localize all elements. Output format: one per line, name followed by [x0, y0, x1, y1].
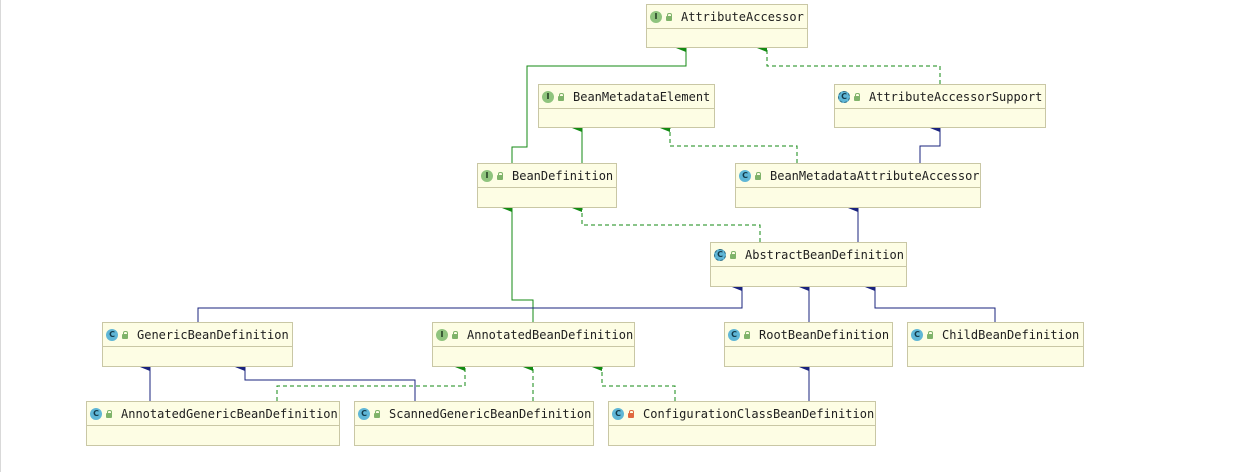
node-label: RootBeanDefinition: [759, 327, 890, 342]
public-visibility-icon: [557, 92, 565, 101]
node-label: AnnotatedBeanDefinition: [467, 327, 634, 342]
edge-beandefinition-to-attributeaccessor: [511, 44, 687, 163]
public-visibility-icon: [496, 171, 504, 180]
node-label: BeanMetadataAttributeAccessor: [770, 168, 980, 183]
interface-icon: I: [436, 328, 448, 341]
node-label: AttributeAccessor: [681, 9, 804, 24]
edge-attributeaccessorsupport-to-attributeaccessor: [757, 44, 941, 84]
edge-scannedgeneric-to-genericbeandefinition: [235, 363, 416, 401]
node-label: ScannedGenericBeanDefinition: [389, 406, 592, 421]
node-label: BeanDefinition: [512, 168, 614, 183]
node-abstract-bean-definition[interactable]: C AbstractBeanDefinition: [710, 242, 907, 287]
class-icon: C: [739, 169, 751, 182]
public-visibility-icon: [373, 409, 381, 418]
public-visibility-icon: [743, 330, 751, 339]
public-visibility-icon: [853, 92, 861, 101]
node-annotated-generic-bean-definition[interactable]: C AnnotatedGenericBeanDefinition: [86, 401, 340, 446]
node-child-bean-definition[interactable]: C ChildBeanDefinition: [907, 322, 1084, 367]
abstract-class-icon: C: [838, 90, 850, 103]
edge-beanmetadataattributeaccessor-to-beanmetadataelement: [660, 124, 798, 163]
class-icon: C: [358, 407, 370, 420]
public-visibility-icon: [754, 171, 762, 180]
node-label: ConfigurationClassBeanDefinition: [643, 406, 875, 421]
node-label: GenericBeanDefinition: [137, 327, 289, 342]
edge-annotatedgeneric-to-annotatedbeandefinition: [276, 363, 466, 401]
class-icon: C: [911, 328, 923, 341]
package-visibility-icon: [627, 409, 635, 418]
public-visibility-icon: [451, 330, 459, 339]
interface-icon: I: [650, 10, 662, 23]
node-label: AnnotatedGenericBeanDefinition: [121, 406, 338, 421]
class-icon: C: [728, 328, 740, 341]
node-label: AbstractBeanDefinition: [745, 247, 904, 262]
abstract-class-icon: C: [714, 248, 726, 261]
node-root-bean-definition[interactable]: C RootBeanDefinition: [724, 322, 893, 367]
edge-childbeandefinition-to-abstractbeandefinition: [865, 283, 996, 322]
class-icon: C: [612, 407, 624, 420]
node-label: AttributeAccessorSupport: [869, 89, 1043, 104]
node-label: BeanMetadataElement: [573, 89, 711, 104]
node-scanned-generic-bean-definition[interactable]: C ScannedGenericBeanDefinition: [354, 401, 594, 446]
public-visibility-icon: [665, 12, 673, 21]
public-visibility-icon: [926, 330, 934, 339]
node-attribute-accessor-support[interactable]: C AttributeAccessorSupport: [834, 84, 1046, 128]
public-visibility-icon: [121, 330, 129, 339]
node-bean-metadata-attribute-accessor[interactable]: C BeanMetadataAttributeAccessor: [735, 163, 981, 208]
class-icon: C: [90, 407, 102, 420]
node-annotated-bean-definition[interactable]: I AnnotatedBeanDefinition: [432, 322, 635, 367]
edge-beanmetadataattributeaccessor-to-attributeaccessorsupport: [919, 124, 941, 163]
edge-annotatedbeandefinition-to-beandefinition: [502, 204, 534, 322]
node-bean-metadata-element[interactable]: I BeanMetadataElement: [538, 84, 715, 128]
canvas-border: [0, 0, 1, 472]
interface-icon: I: [542, 90, 554, 103]
node-label: ChildBeanDefinition: [942, 327, 1080, 342]
public-visibility-icon: [105, 409, 113, 418]
edge-configurationclass-to-annotatedbeandefinition: [592, 363, 676, 401]
class-icon: C: [106, 328, 118, 341]
node-attribute-accessor[interactable]: I AttributeAccessor: [646, 4, 808, 48]
node-bean-definition[interactable]: I BeanDefinition: [477, 163, 617, 208]
edge-genericbeandefinition-to-abstractbeandefinition: [197, 283, 743, 322]
public-visibility-icon: [729, 250, 737, 259]
edge-abstractbeandefinition-to-beandefinition: [572, 204, 761, 242]
interface-icon: I: [481, 169, 493, 182]
node-configuration-class-bean-definition[interactable]: C ConfigurationClassBeanDefinition: [608, 401, 876, 446]
node-generic-bean-definition[interactable]: C GenericBeanDefinition: [102, 322, 293, 367]
